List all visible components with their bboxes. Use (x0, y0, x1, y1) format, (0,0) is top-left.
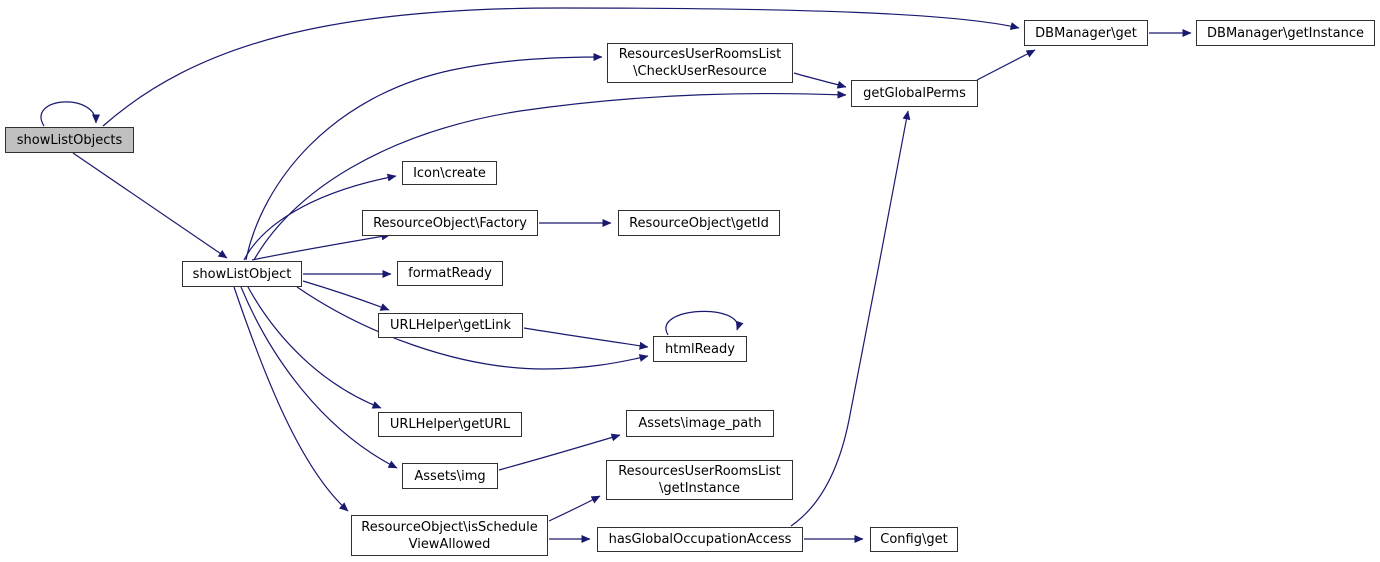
node-URLHelper-getLink[interactable]: URLHelper\getLink (378, 313, 523, 338)
node-htmlReady[interactable]: htmlReady (653, 336, 747, 362)
edge-showListObject-to-Icon-create (243, 173, 397, 261)
edge-Assets-img-to-Assets-image_path (498, 433, 621, 471)
edge-showListObjects-to-showListObjects (40, 101, 100, 127)
edge-ResourceObject-isScheduleViewAllowed-to-ResourcesUserRoomsList-getInstance (548, 495, 601, 522)
edge-ResourcesUserRoomsList-CheckUserResource-to-getGlobalPerms (793, 72, 847, 89)
edge-hasGlobalOccupationAccess-to-getGlobalPerms (790, 110, 911, 527)
node-ResourcesUserRoomsList-CheckUserResource[interactable]: ResourcesUserRoomsList \CheckUserResourc… (607, 43, 793, 83)
node-formatReady[interactable]: formatReady (397, 261, 503, 286)
node-Config-get[interactable]: Config\get (870, 527, 958, 552)
edge-showListObject-to-URLHelper-getURL (247, 286, 382, 409)
node-DBManager-getInstance[interactable]: DBManager\getInstance (1196, 20, 1375, 46)
node-Assets-img[interactable]: Assets\img (402, 463, 498, 489)
edge-group (40, 7, 1192, 543)
edge-showListObject-to-ResourcesUserRoomsList-CheckUserResource (245, 53, 603, 261)
node-ResourceObject-getId[interactable]: ResourceObject\getId (618, 210, 780, 236)
node-URLHelper-getURL[interactable]: URLHelper\getURL (378, 412, 522, 437)
node-ResourceObject-isScheduleViewAllowed[interactable]: ResourceObject\isSchedule ViewAllowed (351, 515, 548, 556)
node-DBManager-get[interactable]: DBManager\get (1024, 20, 1148, 46)
node-Assets-image_path[interactable]: Assets\image_path (626, 410, 774, 437)
edge-showListObject-to-URLHelper-getLink (302, 280, 390, 311)
node-showListObject[interactable]: showListObject (182, 261, 302, 287)
node-getGlobalPerms[interactable]: getGlobalPerms (851, 80, 978, 107)
edge-URLHelper-getLink-to-htmlReady (523, 327, 649, 350)
node-ResourcesUserRoomsList-getInstance[interactable]: ResourcesUserRoomsList \getInstance (606, 460, 793, 500)
edge-showListObject-to-getGlobalPerms (253, 90, 847, 261)
node-ResourceObject-Factory[interactable]: ResourceObject\Factory (362, 210, 538, 236)
edge-showListObjects-to-DBManager-get (102, 7, 1020, 127)
edge-showListObject-to-ResourceObject-Factory (251, 232, 391, 261)
node-showListObjects[interactable]: showListObjects (5, 127, 134, 153)
node-Icon-create[interactable]: Icon\create (402, 161, 497, 185)
edge-htmlReady-to-htmlReady (665, 310, 744, 336)
edge-showListObject-to-Assets-img (240, 286, 398, 469)
edge-showListObject-to-htmlReady (296, 286, 649, 370)
edge-getGlobalPerms-to-DBManager-get (976, 49, 1036, 81)
edge-showListObject-to-ResourceObject-isScheduleViewAllowed (233, 286, 349, 512)
node-hasGlobalOccupationAccess[interactable]: hasGlobalOccupationAccess (597, 527, 803, 552)
edge-showListObjects-to-showListObject (72, 152, 228, 259)
